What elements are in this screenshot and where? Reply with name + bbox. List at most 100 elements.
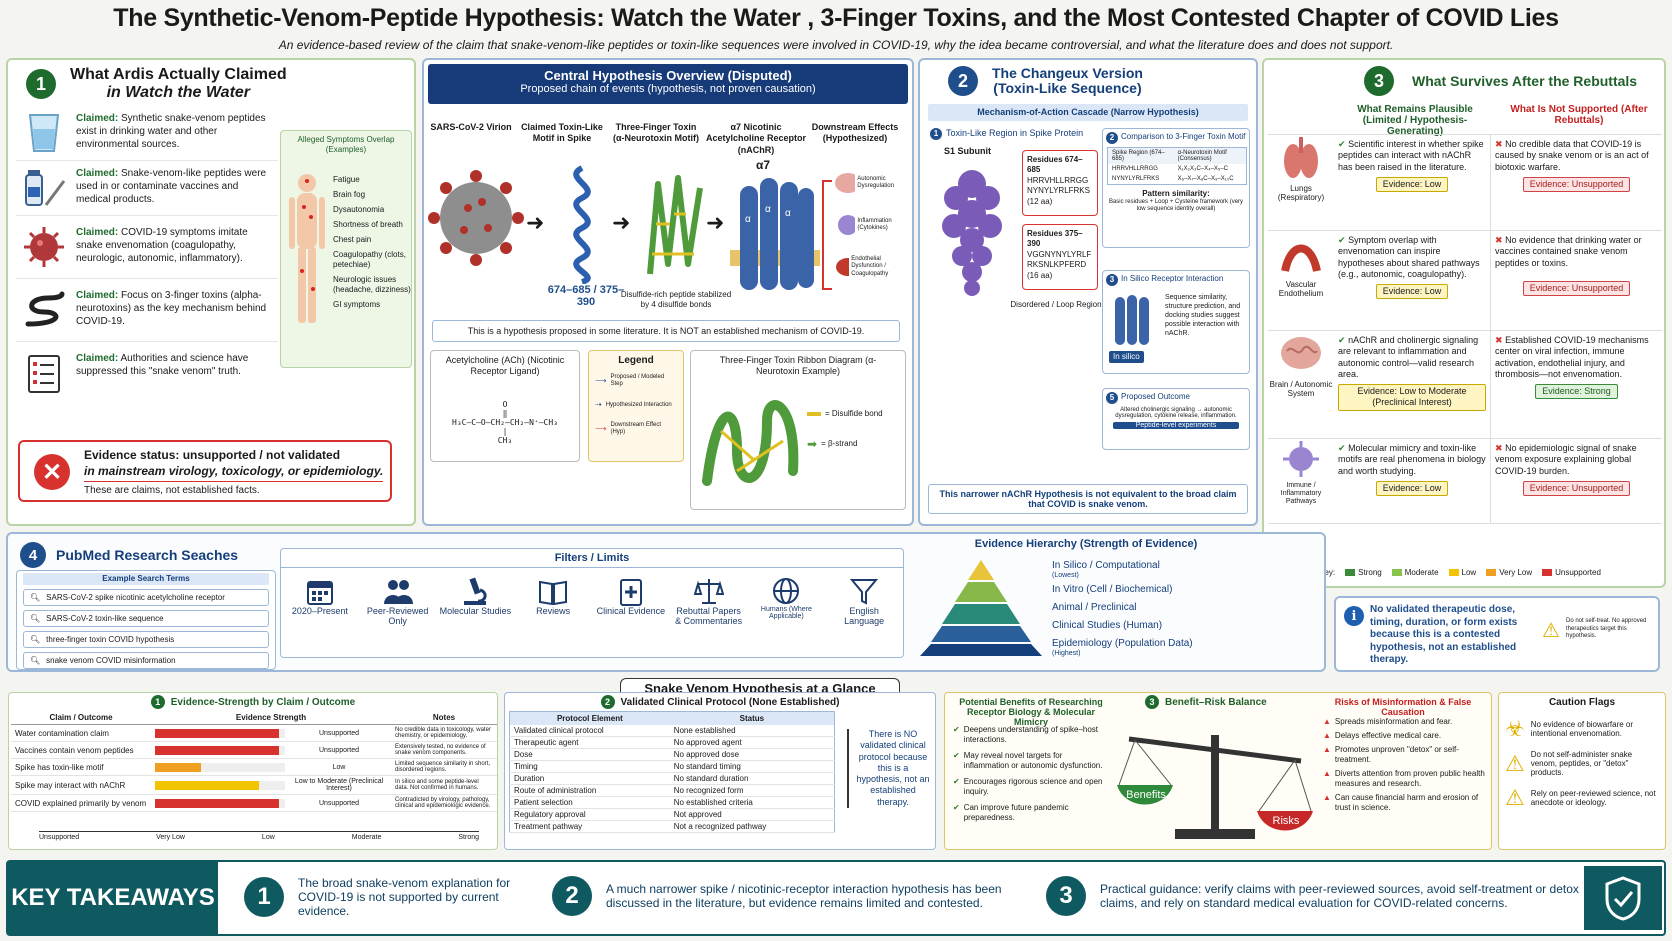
key-item: Very Low	[1499, 568, 1533, 577]
claim-label: Claimed:	[76, 227, 119, 238]
risk-item: Diverts attention from proven public hea…	[1334, 769, 1485, 788]
strength-cell: Unsupported	[151, 795, 391, 812]
status-line-3: These are claims, not established facts.	[84, 481, 384, 497]
section-survives: 3 What Survives After the Rebuttals What…	[1262, 58, 1666, 588]
residues-seq: HRRVHLLRRGG NYNYLYRLFRKS	[1027, 175, 1090, 196]
benefits-title: Potential Benefits of Researching Recept…	[959, 697, 1103, 727]
organ-label: Immune / Inflammatory Pathways	[1280, 481, 1322, 506]
claim-label: Claimed:	[76, 168, 119, 179]
step-1-title: Toxin-Like Region in Spike Protein	[946, 128, 1084, 139]
benefit-item: Encourages rigorous science and open inq…	[963, 777, 1103, 796]
takeaways-title: KEY TAKEAWAYS	[8, 862, 218, 934]
search-term[interactable]: 🔍︎SARS-CoV-2 spike nicotinic acetylcholi…	[23, 588, 269, 606]
risk-item: Promotes unproven "detox" or self-treatm…	[1334, 745, 1459, 764]
survives-row: Lungs (Respiratory) ✔ Scientific interes…	[1268, 134, 1662, 230]
protocol-element: Therapeutic agent	[514, 738, 579, 747]
risks-label: Risks	[1272, 815, 1300, 827]
filter-item[interactable]: Humans (Where Applicable)	[750, 576, 822, 626]
arrow-icon: ➜	[612, 210, 631, 235]
section-title: What Survives After the Rebuttals	[1412, 73, 1638, 89]
insilico-badge: In silico	[1109, 351, 1144, 363]
section-number: 1	[150, 695, 165, 709]
search-term[interactable]: 🔍︎snake venom COVID misinformation	[23, 651, 269, 669]
step-5-title: Proposed Outcome	[1121, 392, 1190, 401]
filter-item[interactable]: Peer-Reviewed Only	[362, 576, 434, 626]
changeux-note: This narrower nAChR Hypothesis is not eq…	[928, 484, 1248, 514]
search-term[interactable]: 🔍︎SARS-CoV-2 toxin-like sequence	[23, 609, 269, 627]
survives-row: Immune / Inflammatory Pathways ✔ Molecul…	[1268, 438, 1662, 524]
benefit-item: Can improve future pandemic preparedness…	[963, 803, 1069, 822]
snake-icon	[20, 289, 68, 331]
protocol-element: Duration	[514, 774, 545, 783]
protocol-element: Route of administration	[514, 786, 597, 795]
vessel-icon	[836, 258, 850, 276]
strength-cell: Unsupported	[151, 742, 391, 759]
caution-panel: Caution Flags ☣No evidence of biowarfare…	[1498, 692, 1666, 850]
protocol-element: Validated clinical protocol	[514, 726, 604, 735]
hierarchy-level: Clinical Studies (Human)	[1052, 620, 1163, 632]
filters-title: Filters / Limits	[281, 549, 903, 568]
symptom-item: Brain fog	[333, 190, 366, 199]
strength-bar	[155, 798, 279, 808]
strength-rating: Unsupported	[318, 729, 360, 737]
search-term[interactable]: 🔍︎three-finger toxin COVID hypothesis	[23, 630, 269, 648]
cascade-title: Mechanism-of-Action Cascade (Narrow Hypo…	[928, 104, 1248, 122]
balance-scale-icon	[1117, 735, 1313, 839]
key-item: Moderate	[1404, 568, 1439, 577]
globe-icon	[773, 578, 800, 604]
ribbon-box: Three-Finger Toxin Ribbon Diagram (α-Neu…	[690, 350, 906, 510]
warning-icon: ⚠	[1505, 750, 1525, 776]
cell-icon	[838, 215, 856, 235]
svg-text:α: α	[745, 214, 751, 225]
effect-label: Inflammation (Cytokines)	[857, 217, 892, 231]
not-supported-text: No credible data that COVID-19 is caused…	[1495, 139, 1649, 172]
notes-cell: Contradicted by virology, pathology, cli…	[395, 797, 491, 809]
filter-item[interactable]: Rebuttal Papers & Commentaries	[673, 576, 745, 626]
search-icon: 🔍︎	[30, 592, 41, 602]
plausible-text: Molecular mimicry and toxin-like motifs …	[1338, 443, 1486, 476]
effect-label: Endothelial Dysfunction / Coagulopathy	[851, 256, 889, 277]
ach-structure-icon: O‖H₃C–C–O–CH₂–CH₂–N⁺–CH₃|CH₃	[452, 399, 558, 445]
hierarchy-level-note: (Highest)	[1052, 650, 1081, 658]
strength-bar	[155, 728, 279, 738]
people-icon	[383, 580, 413, 604]
peptide-badge: Peptide-level experiments	[1113, 422, 1239, 429]
key-item: Unsupported	[1555, 568, 1601, 577]
filter-item[interactable]: 2020–Present	[284, 576, 356, 626]
plausible-text: Symptom overlap with envenomation can in…	[1338, 235, 1480, 279]
filter-item[interactable]: English Language	[828, 576, 900, 626]
filters-box: Filters / Limits 2020–Present Peer-Revie…	[280, 548, 904, 658]
evidence-hierarchy: Evidence Hierarchy (Strength of Evidence…	[910, 538, 1262, 666]
evidence-key: Evidence Key: Strong Moderate Low Very L…	[1284, 568, 1601, 578]
not-supported-text: No evidence that drinking water or vacci…	[1495, 235, 1642, 268]
section-number: 3	[1364, 66, 1394, 96]
protocol-element: Dose	[514, 750, 533, 759]
search-icon: 🔍︎	[30, 634, 41, 644]
central-note: This is a hypothesis proposed in some li…	[432, 320, 900, 342]
central-subtitle: Proposed chain of events (hypothesis, no…	[520, 83, 816, 95]
filter-item[interactable]: Molecular Studies	[439, 576, 511, 626]
claim-label: Claimed:	[76, 353, 119, 364]
filter-item[interactable]: Reviews	[517, 576, 589, 626]
residues-title: Residues 375–390	[1027, 229, 1083, 249]
evidence-badge: Evidence: Low to Moderate (Preclinical I…	[1338, 384, 1486, 411]
protocol-element: Timing	[514, 762, 538, 771]
filter-item[interactable]: Clinical Evidence	[595, 576, 667, 626]
info-text: No validated therapeutic dose, timing, d…	[1370, 604, 1518, 665]
takeaway-number: 1	[244, 877, 284, 917]
takeaway-number: 2	[552, 876, 592, 916]
body-figure-icon	[287, 171, 327, 336]
shield-check-icon	[1584, 866, 1662, 930]
hierarchy-level: In Silico / Computational	[1052, 560, 1160, 571]
protocol-element: Regulatory approval	[514, 810, 586, 819]
claim-cell: Water contamination claim	[15, 728, 109, 738]
clipboard-icon	[619, 579, 642, 606]
